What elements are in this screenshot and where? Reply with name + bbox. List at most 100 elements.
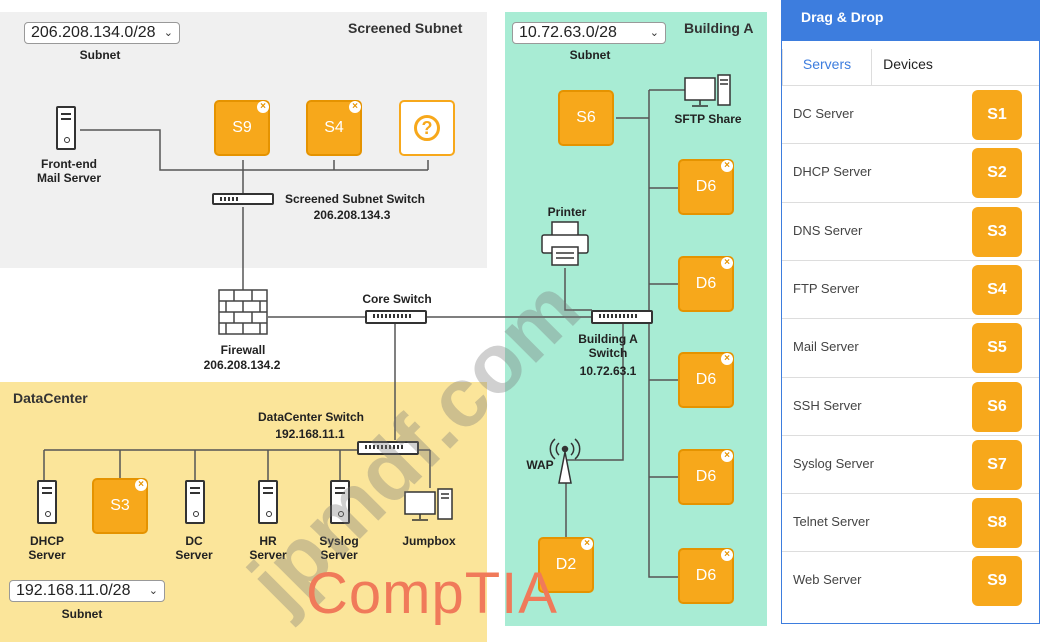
tile-label: D6 <box>695 567 717 584</box>
datacenter-switch-ip: 192.168.11.1 <box>275 427 345 441</box>
building-a-switch-label: Building A Switch <box>578 332 638 360</box>
dc-server-label: DC Server <box>175 534 213 562</box>
tile-slot-d6-3[interactable]: D6× <box>678 352 734 408</box>
tile-label: S3 <box>110 497 130 514</box>
datacenter-subnet-select[interactable]: 192.168.11.0/28 ⌄ <box>9 580 165 602</box>
draggable-tile-s2[interactable]: S2 <box>972 148 1022 199</box>
dhcp-server-icon <box>37 480 57 524</box>
empty-drop-slot[interactable]: ? <box>399 100 455 156</box>
draggable-tile-s5[interactable]: S5 <box>972 323 1022 374</box>
tile-slot-d6-5[interactable]: D6 × <box>678 548 734 604</box>
comptia-logo: CompTIA <box>306 561 558 626</box>
draggable-tile-s6[interactable]: S6 <box>972 381 1022 432</box>
server-list-item: FTP Server S4 <box>782 259 1039 318</box>
screened-switch-ip: 206.208.134.3 <box>313 208 391 222</box>
subnet-label: Subnet <box>61 607 103 621</box>
syslog-server-label: Syslog Server <box>319 534 359 562</box>
server-list-item: SSH Server S6 <box>782 376 1039 435</box>
remove-icon[interactable]: × <box>135 479 147 491</box>
server-list-item: Syslog Server S7 <box>782 434 1039 493</box>
tile-slot-d6-4[interactable]: D6 × <box>678 449 734 505</box>
server-name: DC Server <box>793 106 854 121</box>
chevron-down-icon: ⌄ <box>649 27 659 39</box>
datacenter-switch-icon <box>357 441 419 455</box>
tile-label: D6 <box>695 468 717 485</box>
remove-icon[interactable]: × <box>721 257 733 269</box>
workstation-icon <box>684 74 731 107</box>
server-name: Mail Server <box>793 339 859 355</box>
remove-icon[interactable]: × <box>721 549 733 561</box>
subnet-value: 206.208.134.0/28 <box>31 24 156 41</box>
remove-icon[interactable]: × <box>349 101 361 113</box>
subnet-value: 10.72.63.0/28 <box>519 24 617 41</box>
jumpbox-label: Jumpbox <box>402 534 456 548</box>
remove-icon[interactable]: × <box>721 160 733 172</box>
firewall-label: Firewall <box>220 343 266 357</box>
hr-server-icon <box>258 480 278 524</box>
tile-label: S9 <box>232 119 252 136</box>
printer-label: Printer <box>547 205 587 219</box>
mail-server-icon <box>56 106 76 150</box>
server-list-item: DHCP Server S2 <box>782 143 1039 201</box>
core-switch-label: Core Switch <box>362 292 432 306</box>
tab-devices[interactable]: Devices <box>883 56 933 72</box>
tile-label: D6 <box>695 178 717 195</box>
server-list-item: DC Server S1 <box>782 85 1039 143</box>
tile-slot-d2[interactable]: D2 × <box>538 537 594 593</box>
chevron-down-icon: ⌄ <box>148 585 158 597</box>
server-name: DHCP Server <box>793 164 872 180</box>
panel-header: Drag & Drop <box>782 1 1039 41</box>
tile-label: S4 <box>324 119 344 136</box>
printer-icon <box>541 221 589 266</box>
draggable-tile-s8[interactable]: S8 <box>972 498 1022 549</box>
dhcp-server-label: DHCP Server <box>28 534 66 562</box>
dc-server-icon <box>185 480 205 524</box>
screened-subnet-title: Screened Subnet <box>348 20 463 36</box>
draggable-tile-s4[interactable]: S4 <box>972 264 1022 315</box>
server-list-item: Web Server S9 <box>782 551 1039 609</box>
screened-switch-label: Screened Subnet Switch <box>284 192 426 206</box>
tab-servers[interactable]: Servers <box>782 49 872 85</box>
draggable-tile-s3[interactable]: S3 <box>972 206 1022 257</box>
subnet-value: 192.168.11.0/28 <box>16 582 131 599</box>
remove-icon[interactable]: × <box>257 101 269 113</box>
server-name: FTP Server <box>793 280 860 296</box>
datacenter-switch-label: DataCenter Switch <box>257 410 365 424</box>
firewall-ip: 206.208.134.2 <box>203 358 281 372</box>
tile-slot-s9[interactable]: S9 × <box>214 100 270 156</box>
syslog-server-icon <box>330 480 350 524</box>
building-a-switch-ip: 10.72.63.1 <box>579 364 637 378</box>
screened-subnet-select[interactable]: 206.208.134.0/28 ⌄ <box>24 22 180 44</box>
draggable-tile-s1[interactable]: S1 <box>972 90 1022 140</box>
building-a-subnet-select[interactable]: 10.72.63.0/28 ⌄ <box>512 22 666 44</box>
server-name: Web Server <box>793 572 862 588</box>
datacenter-title: DataCenter <box>13 390 88 406</box>
hr-server-label: HR Server <box>249 534 287 562</box>
subnet-label: Subnet <box>569 48 611 62</box>
question-icon: ? <box>414 115 440 141</box>
tile-slot-d6-1[interactable]: D6 × <box>678 159 734 215</box>
tile-slot-s6[interactable]: S6 <box>558 90 614 146</box>
wap-icon <box>549 438 581 484</box>
wap-label: WAP <box>526 458 554 472</box>
draggable-tile-s9[interactable]: S9 <box>972 556 1022 607</box>
server-name: SSH Server <box>793 397 862 413</box>
chevron-down-icon: ⌄ <box>163 27 173 39</box>
remove-icon[interactable]: × <box>721 450 733 462</box>
tile-slot-s3[interactable]: S3 × <box>92 478 148 534</box>
tile-slot-d6-2[interactable]: D6 × <box>678 256 734 312</box>
building-a-switch-icon <box>591 310 653 324</box>
mail-server-label: Front-end Mail Server <box>36 157 102 185</box>
remove-icon[interactable]: × <box>721 353 733 365</box>
server-list-item: Mail Server S5 <box>782 318 1039 376</box>
tile-slot-s4[interactable]: S4 × <box>306 100 362 156</box>
tile-label: D6 <box>695 275 717 292</box>
tile-label: D2 <box>555 556 577 573</box>
draggable-tile-s7[interactable]: S7 <box>972 439 1022 490</box>
remove-icon[interactable]: × <box>581 538 593 550</box>
server-name: Syslog Server <box>793 455 874 471</box>
tile-label: S6 <box>576 109 596 126</box>
